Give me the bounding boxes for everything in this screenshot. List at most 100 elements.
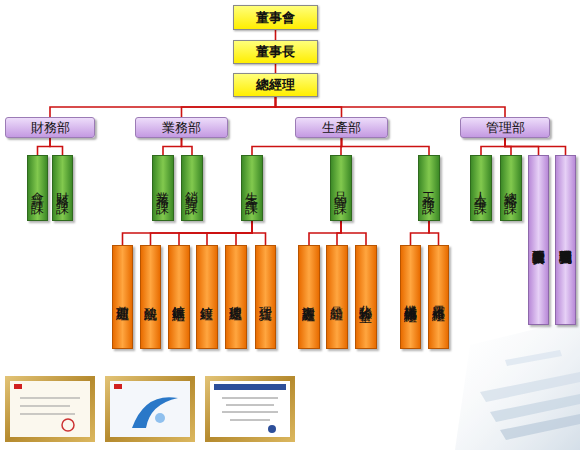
tree-connector (505, 138, 566, 155)
box-label: 後處理組 (230, 295, 243, 299)
box-label: 鍍鋅組 (201, 296, 214, 299)
box-label: 董事長 (256, 43, 295, 61)
group-box: 後處理組 (225, 245, 247, 349)
department-box: 業務部 (135, 117, 228, 138)
department-box: 生產部 (295, 117, 388, 138)
tree-connector (481, 138, 505, 155)
tree-connector (182, 138, 193, 155)
logo-mark (132, 397, 178, 428)
group-box: 酸洗組 (140, 245, 161, 349)
box-label: 總務課 (505, 181, 518, 196)
text-line (222, 412, 278, 413)
section-box: 生產課 (241, 155, 263, 221)
tree-connector (38, 138, 51, 155)
seal-mark (268, 425, 276, 433)
committee-box: 職工福利獎懲管理委員會 (555, 155, 576, 325)
tree-connector (123, 221, 253, 245)
seal-mark (62, 419, 74, 431)
executive-box: 總經理 (233, 73, 318, 97)
certificate-paper (110, 381, 190, 437)
box-label: 化驗分析室 (360, 295, 373, 300)
logo-mark (155, 413, 165, 423)
box-label: 工務課 (423, 181, 436, 196)
tree-connector (207, 221, 252, 245)
box-label: 機械設備維修組 (404, 294, 417, 301)
section-box: 人事課 (470, 155, 492, 221)
section-box: 銷管課 (181, 155, 203, 221)
box-label: 前處理組 (116, 295, 129, 299)
department-box: 財務部 (5, 117, 95, 138)
tree-connector (50, 138, 63, 155)
certificate-paper (10, 381, 90, 437)
tree-connector (276, 97, 506, 117)
box-label: 財務課 (56, 181, 69, 196)
tree-connector (151, 221, 253, 245)
tree-connector (411, 221, 430, 245)
committee-box: 工業安全及衛生管理委員會 (528, 155, 549, 325)
executive-box: 董事長 (233, 40, 318, 64)
box-label: 董事會 (256, 9, 295, 27)
tree-connector (179, 221, 252, 245)
tree-connector (275, 30, 277, 40)
box-label: 業務部 (162, 119, 201, 137)
header-band (214, 384, 286, 390)
box-label: 客訴處理組 (303, 295, 316, 300)
section-box: 品管課 (330, 155, 352, 221)
section-box: 總務課 (500, 155, 522, 221)
box-label: 業務課 (157, 181, 170, 196)
group-box: 品管組 (326, 245, 348, 349)
text-line (226, 405, 274, 406)
group-box: 客訴處理組 (298, 245, 320, 349)
certificate-frame (205, 376, 295, 442)
group-box: 鍍鋅組 (196, 245, 218, 349)
box-label: 財務部 (31, 119, 70, 137)
text-line (20, 398, 80, 399)
group-box: 電器維修組 (428, 245, 449, 349)
section-box: 會計課 (27, 155, 48, 221)
box-label: 生產部 (322, 119, 361, 137)
certificate-paper (210, 381, 290, 437)
executive-box: 董事會 (233, 5, 318, 30)
certificate (5, 376, 95, 442)
tree-connector (236, 221, 252, 245)
text-line (230, 420, 270, 421)
tree-connector (429, 221, 439, 245)
section-box: 工務課 (418, 155, 440, 221)
box-label: 會計課 (31, 181, 44, 196)
text-line (20, 406, 70, 407)
steel-beam (500, 414, 580, 440)
tree-connector (163, 138, 182, 155)
tree-connector (275, 64, 277, 73)
box-label: 品管組 (331, 296, 344, 299)
group-box: 前處理組 (112, 245, 133, 349)
box-label: 管理部 (486, 119, 525, 137)
box-label: 理貨組 (259, 296, 272, 299)
flag-mark (114, 384, 122, 389)
group-box: 理貨組 (255, 245, 276, 349)
text-line (20, 414, 75, 415)
group-box: 鍍鋅準備組 (168, 245, 190, 349)
steel-backdrop (455, 318, 580, 450)
section-box: 業務課 (152, 155, 174, 221)
box-label: 酸洗組 (144, 296, 157, 299)
tree-connector (50, 97, 276, 117)
steel-illustration (455, 318, 580, 450)
section-box: 財務課 (52, 155, 73, 221)
certificate (205, 376, 295, 442)
box-label: 銷管課 (186, 181, 199, 196)
tree-connector (182, 97, 276, 117)
certificate-frame (5, 376, 95, 442)
flag-mark (14, 384, 22, 389)
group-box: 化驗分析室 (355, 245, 377, 349)
certificate (105, 376, 195, 442)
box-label: 鍍鋅準備組 (173, 295, 186, 300)
department-box: 管理部 (460, 117, 550, 138)
tree-connector (309, 221, 341, 245)
group-box: 機械設備維修組 (400, 245, 421, 349)
text-line (222, 398, 278, 399)
tree-connector (252, 138, 342, 155)
box-label: 品管課 (335, 181, 348, 196)
tree-connector (342, 138, 430, 155)
steel-beam (505, 350, 562, 366)
